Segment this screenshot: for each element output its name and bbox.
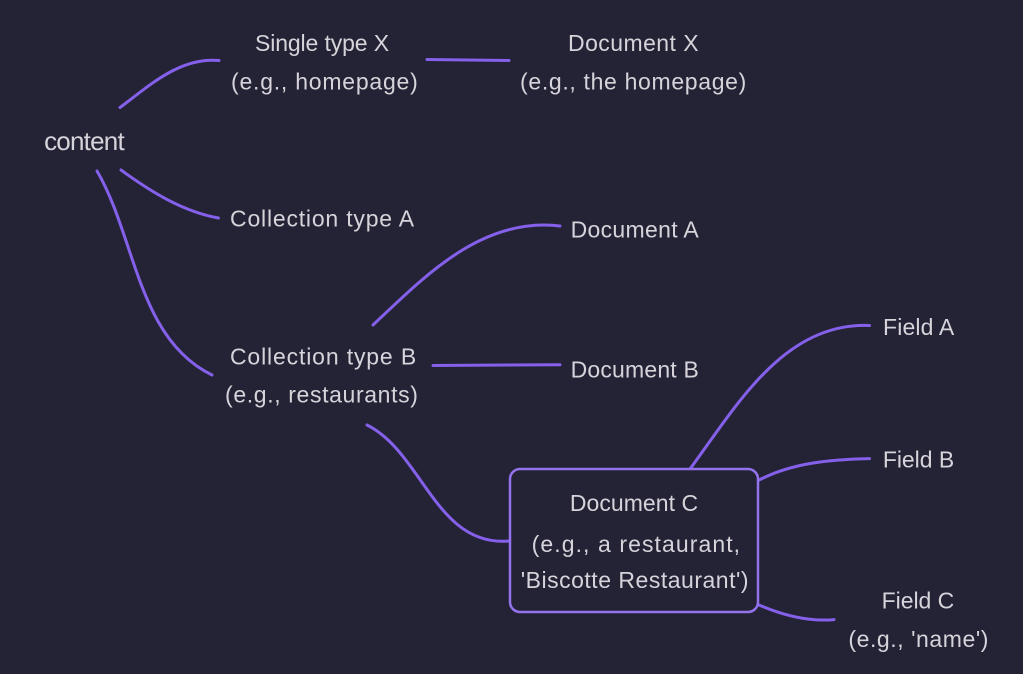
svg-text:Document B: Document B — [571, 357, 699, 383]
svg-text:Collection type A: Collection type A — [230, 206, 415, 232]
svg-text:Document X: Document X — [568, 30, 699, 56]
svg-text:(e.g., homepage): (e.g., homepage) — [231, 69, 418, 95]
svg-text:Document C: Document C — [570, 490, 698, 516]
svg-text:(e.g., 'name'): (e.g., 'name') — [848, 626, 989, 652]
svg-text:(e.g., a restaurant,: (e.g., a restaurant, — [532, 531, 742, 557]
svg-text:content: content — [44, 126, 125, 156]
svg-text:Field C: Field C — [882, 588, 955, 614]
svg-text:Single type X: Single type X — [255, 30, 389, 56]
svg-text:(e.g., restaurants): (e.g., restaurants) — [225, 382, 419, 408]
svg-text:'Biscotte Restaurant'): 'Biscotte Restaurant') — [521, 567, 749, 593]
svg-text:Field B: Field B — [883, 447, 954, 473]
svg-text:Document A: Document A — [571, 217, 700, 243]
svg-text:(e.g., the homepage): (e.g., the homepage) — [520, 69, 747, 95]
svg-text:Field A: Field A — [883, 314, 955, 340]
svg-text:Collection type B: Collection type B — [230, 344, 417, 370]
